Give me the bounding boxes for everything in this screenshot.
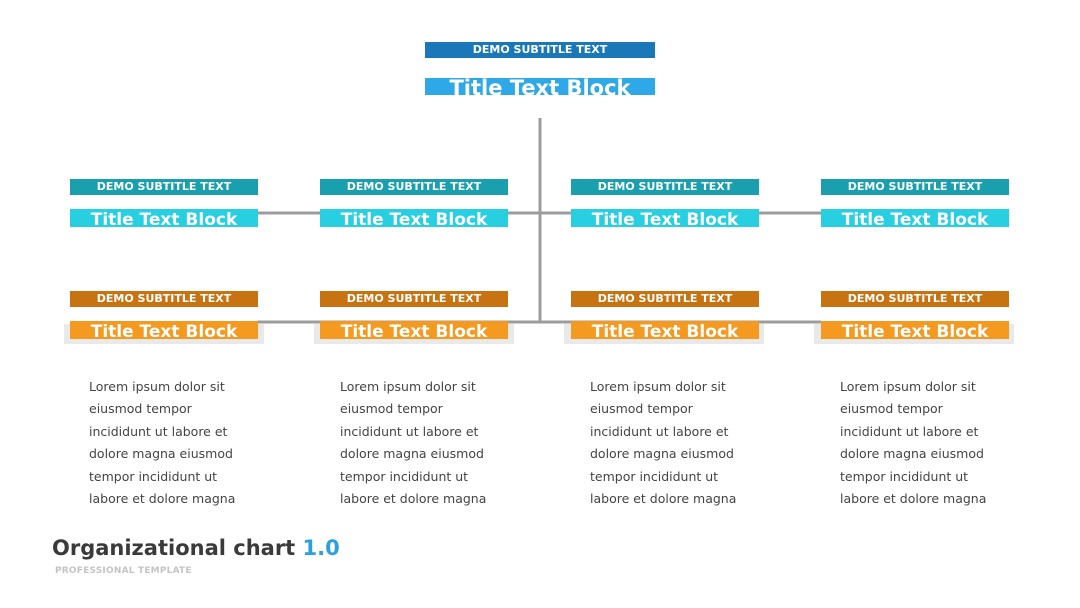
description-line: Lorem ipsum dolor sit	[590, 379, 726, 394]
node-title: Title Text Block	[821, 209, 1009, 227]
node-subtitle: DEMO SUBTITLE TEXT	[571, 179, 759, 195]
description-line: Lorem ipsum dolor sit	[340, 379, 476, 394]
slide-subtitle: PROFESSIONAL TEMPLATE	[55, 566, 192, 576]
description-line: incididunt ut labore et	[340, 423, 479, 439]
description-line: incididunt ut labore et	[590, 423, 729, 439]
description-line: eiusmod tempor	[89, 401, 192, 417]
node-subtitle: DEMO SUBTITLE TEXT	[320, 291, 508, 307]
node-subtitle: DEMO SUBTITLE TEXT	[821, 291, 1009, 307]
description-1: Lorem ipsum dolor sit eiusmod tempor inc…	[89, 376, 249, 510]
description-line: Lorem ipsum dolor sit	[840, 379, 976, 394]
node-subtitle: DEMO SUBTITLE TEXT	[320, 179, 508, 195]
node-title: Title Text Block	[571, 209, 759, 227]
description-line: tempor incididunt ut	[840, 468, 969, 484]
node-title: Title Text Block	[571, 321, 759, 339]
description-line: Lorem ipsum dolor sit	[89, 379, 225, 394]
node-subtitle: DEMO SUBTITLE TEXT	[70, 179, 258, 195]
description-2: Lorem ipsum dolor sit eiusmod tempor inc…	[340, 376, 500, 510]
node-title: Title Text Block	[821, 321, 1009, 339]
description-line: dolore magna eiusmod	[89, 446, 233, 462]
description-line: eiusmod tempor	[590, 401, 693, 417]
description-line: eiusmod tempor	[840, 401, 943, 417]
node-title: Title Text Block	[425, 78, 655, 95]
row1-node-3: DEMO SUBTITLE TEXT Title Text Block	[571, 179, 759, 227]
description-line: dolore magna eiusmod	[840, 446, 984, 462]
description-3: Lorem ipsum dolor sit eiusmod tempor inc…	[590, 376, 750, 510]
description-line: labore et dolore magna	[590, 491, 737, 507]
description-line: dolore magna eiusmod	[340, 446, 484, 462]
node-title: Title Text Block	[70, 209, 258, 227]
description-line: labore et dolore magna	[340, 491, 487, 507]
node-title: Title Text Block	[320, 321, 508, 339]
description-line: incididunt ut labore et	[840, 423, 979, 439]
node-title: Title Text Block	[320, 209, 508, 227]
node-subtitle: DEMO SUBTITLE TEXT	[425, 42, 655, 58]
slide-title: Organizational chart 1.0	[52, 536, 340, 560]
description-4: Lorem ipsum dolor sit eiusmod tempor inc…	[840, 376, 1000, 510]
description-line: labore et dolore magna	[840, 491, 987, 507]
description-line: labore et dolore magna	[89, 491, 236, 507]
node-title: Title Text Block	[70, 321, 258, 339]
description-line: tempor incididunt ut	[340, 468, 469, 484]
slide-title-text: Organizational chart	[52, 536, 296, 560]
node-subtitle: DEMO SUBTITLE TEXT	[70, 291, 258, 307]
description-line: dolore magna eiusmod	[590, 446, 734, 462]
row2-node-4: DEMO SUBTITLE TEXT Title Text Block	[821, 291, 1009, 339]
node-subtitle: DEMO SUBTITLE TEXT	[821, 179, 1009, 195]
description-line: tempor incididunt ut	[89, 468, 218, 484]
top-node: DEMO SUBTITLE TEXT Title Text Block	[425, 42, 655, 95]
row1-node-2: DEMO SUBTITLE TEXT Title Text Block	[320, 179, 508, 227]
row2-node-2: DEMO SUBTITLE TEXT Title Text Block	[320, 291, 508, 339]
row1-node-4: DEMO SUBTITLE TEXT Title Text Block	[821, 179, 1009, 227]
slide-version: 1.0	[302, 536, 340, 560]
row2-node-1: DEMO SUBTITLE TEXT Title Text Block	[70, 291, 258, 339]
description-line: eiusmod tempor	[340, 401, 443, 417]
node-subtitle: DEMO SUBTITLE TEXT	[571, 291, 759, 307]
description-line: tempor incididunt ut	[590, 468, 719, 484]
row2-node-3: DEMO SUBTITLE TEXT Title Text Block	[571, 291, 759, 339]
row1-node-1: DEMO SUBTITLE TEXT Title Text Block	[70, 179, 258, 227]
description-line: incididunt ut labore et	[89, 423, 228, 439]
